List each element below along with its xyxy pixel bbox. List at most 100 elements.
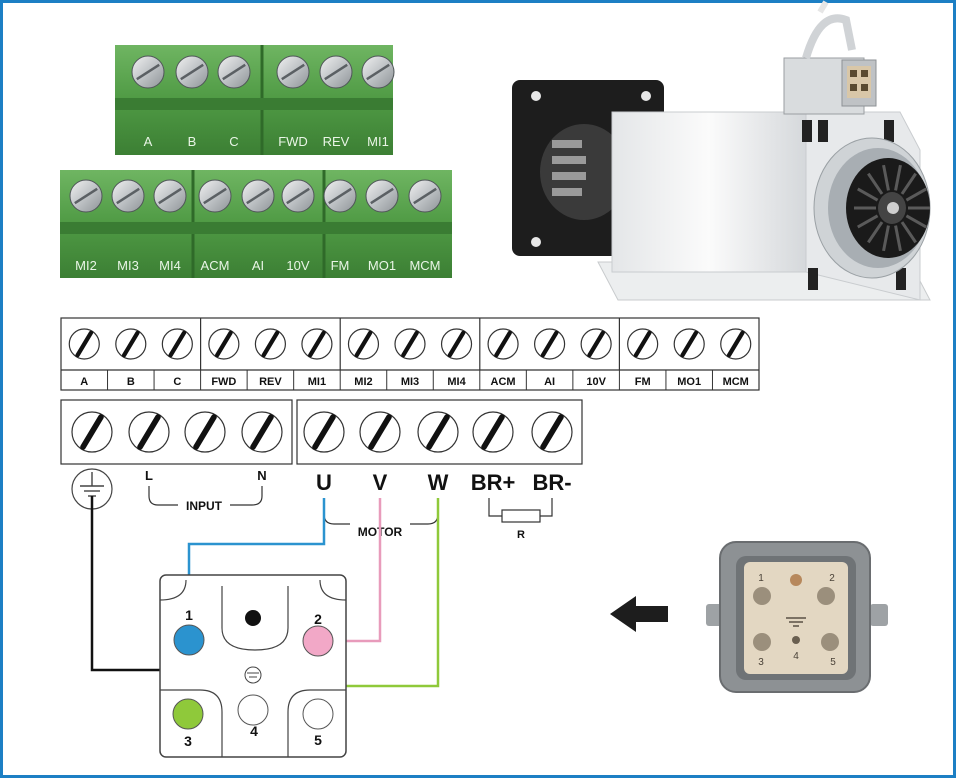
screw-icon (241, 179, 275, 213)
screw-icon (720, 328, 752, 360)
signal-terminal-label: FWD (211, 376, 236, 388)
screw-icon (281, 179, 315, 213)
signal-terminal-label: 10V (586, 376, 606, 388)
screw-icon (673, 328, 705, 360)
photo-row2-label: FM (331, 258, 350, 273)
pin-3 (172, 698, 204, 730)
screw-icon (276, 55, 310, 89)
screw-icon (303, 411, 345, 453)
photo-row2-label: MI4 (159, 258, 181, 273)
screw-icon (359, 411, 401, 453)
ground-symbol-pin (244, 666, 262, 684)
screw-icon (131, 55, 165, 89)
terminal-label-v: V (373, 470, 388, 495)
photo-row2-label: MO1 (368, 258, 396, 273)
pin-5 (302, 698, 334, 730)
signal-terminal-label: A (80, 376, 88, 388)
screw-icon (198, 179, 232, 213)
signal-terminal-label: B (127, 376, 135, 388)
screw-icon (153, 179, 187, 213)
screw-icon (69, 179, 103, 213)
signal-terminal-label: FM (635, 376, 651, 388)
photo-row2-label: ACM (201, 258, 230, 273)
screw-icon (161, 328, 193, 360)
screw-icon (128, 411, 170, 453)
screw-icon (175, 55, 209, 89)
screw-icon (417, 411, 459, 453)
signal-terminal-label: MI1 (308, 376, 326, 388)
ground-icon (71, 468, 113, 510)
screw-icon (627, 328, 659, 360)
photo-row1-label: B (188, 134, 197, 149)
screw-icon (115, 328, 147, 360)
spindle-motor-photo (512, 0, 931, 301)
screw-icon (487, 328, 519, 360)
signal-terminal-label: MI3 (401, 376, 419, 388)
photo-row2-label: 10V (286, 258, 309, 273)
pin-label-4: 4 (250, 723, 258, 739)
pin-4 (237, 694, 269, 726)
pin-label-1: 1 (185, 607, 193, 623)
terminal-label-n: N (257, 468, 266, 483)
photo-pin-3: 3 (758, 657, 764, 668)
photo-row1-label: C (229, 134, 238, 149)
screw-icon (254, 328, 286, 360)
terminal-label-l: L (145, 468, 153, 483)
pin-1 (173, 624, 205, 656)
pin-ground-center (245, 610, 261, 626)
terminal-label-w: W (428, 470, 449, 495)
screw-icon (533, 328, 566, 360)
terminal-label-br-minus: BR- (532, 470, 571, 495)
connector-photo: 1 2 3 4 5 (706, 541, 888, 693)
terminal-photo-row2: MI2 MI3 MI4 ACM AI 10V FM MO1 MCM (60, 170, 452, 278)
screw-icon (111, 179, 145, 213)
photo-row1-label: A (144, 134, 153, 149)
signal-terminal-label: MI2 (354, 376, 372, 388)
arrow-left-icon (610, 596, 668, 632)
photo-pin-1: 1 (758, 573, 764, 584)
screw-icon (319, 55, 353, 89)
photo-row2-label: AI (252, 258, 264, 273)
screw-icon (241, 411, 283, 453)
input-label: INPUT (186, 499, 223, 513)
screw-icon (440, 328, 473, 360)
wire-pink-v (332, 498, 382, 643)
photo-pin-4: 4 (793, 651, 799, 662)
photo-pin-5: 5 (830, 657, 836, 668)
signal-terminal-label: MI4 (447, 376, 466, 388)
photo-row2-label: MCM (409, 258, 440, 273)
photo-row1-label: FWD (278, 134, 308, 149)
screw-icon (301, 328, 333, 360)
signal-terminal-label: MCM (723, 376, 749, 388)
signal-terminal-label: C (173, 376, 181, 388)
signal-terminal-label: AI (544, 376, 555, 388)
photo-pin-2: 2 (829, 573, 835, 584)
pin-label-5: 5 (314, 732, 322, 748)
screw-icon (323, 179, 357, 213)
screw-icon (472, 411, 514, 453)
screw-icon (580, 328, 612, 360)
terminal-photo-row1: A B C FWD REV MI1 (115, 45, 395, 155)
resistor-label: R (517, 529, 525, 541)
photo-row2-label: MI2 (75, 258, 97, 273)
pin-label-2: 2 (314, 611, 322, 627)
resistor-icon (488, 498, 553, 523)
screw-icon (184, 411, 226, 453)
signal-terminal-label: ACM (491, 376, 516, 388)
photo-row2-label: MI3 (117, 258, 139, 273)
screw-icon (361, 55, 395, 89)
input-bracket (148, 486, 263, 506)
screw-icon (365, 179, 399, 213)
pin-label-3: 3 (184, 733, 192, 749)
screw-icon (531, 411, 573, 453)
terminal-label-br-plus: BR+ (471, 470, 516, 495)
screw-icon (68, 328, 100, 360)
screw-icon (347, 328, 380, 360)
photo-row1-label: MI1 (367, 134, 389, 149)
screw-icon (408, 179, 442, 213)
terminal-label-u: U (316, 470, 332, 495)
pin-2 (302, 625, 334, 657)
